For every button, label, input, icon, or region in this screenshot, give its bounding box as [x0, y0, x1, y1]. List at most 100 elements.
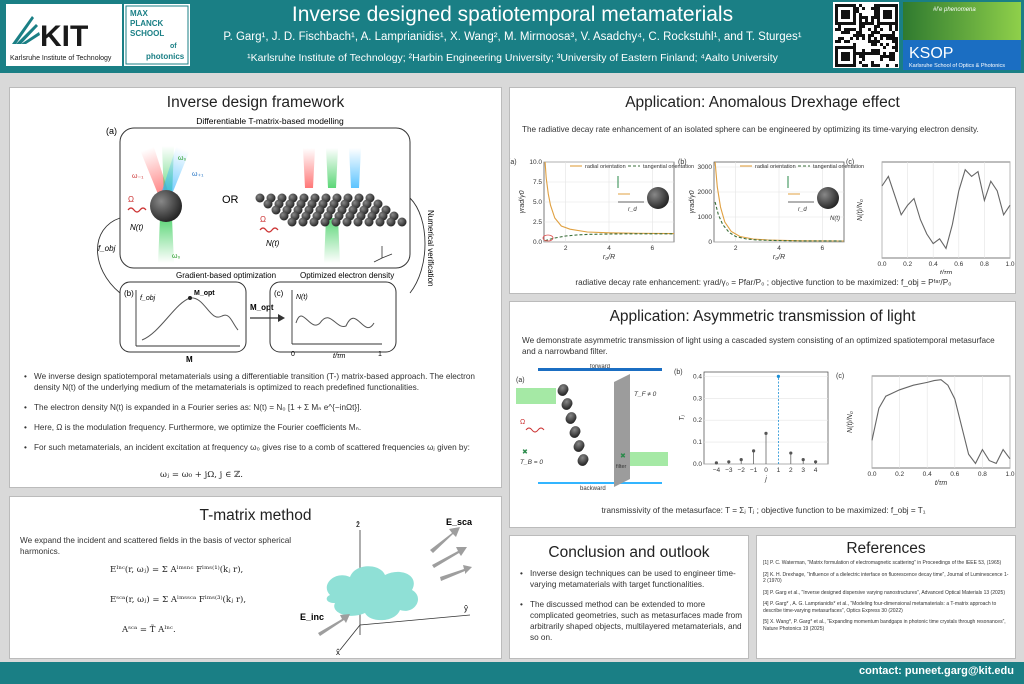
contact-email[interactable]: contact: puneet.garg@kit.edu	[859, 665, 1014, 677]
kit-logo: KIT Karlsruhe Institute of Technology	[6, 4, 122, 66]
qr-module	[889, 22, 892, 25]
qr-module	[853, 28, 856, 31]
qr-module	[856, 10, 859, 13]
qr-module	[883, 13, 886, 16]
qr-module	[877, 40, 880, 43]
qr-module	[853, 43, 856, 46]
qr-module	[844, 58, 847, 61]
qr-module	[862, 58, 865, 61]
qr-module	[889, 58, 892, 61]
qr-module	[889, 4, 892, 7]
qr-module	[847, 46, 850, 49]
subfigure-label: (b)	[678, 159, 687, 166]
qr-module	[874, 28, 877, 31]
qr-module	[862, 34, 865, 37]
qr-module	[892, 52, 895, 55]
qr-module	[847, 55, 850, 58]
qr-module	[853, 19, 856, 22]
metasurface-pillar-icon	[565, 412, 577, 424]
qr-module	[859, 55, 862, 58]
y-tick-label: 2.5	[533, 219, 542, 226]
y-axis-label: γrad/γ0	[689, 190, 696, 213]
qr-module	[865, 64, 868, 67]
qr-module	[835, 46, 838, 49]
y-tick-label: 0.1	[693, 439, 702, 446]
qr-module	[835, 40, 838, 43]
x-axis-label: r₀/R	[773, 254, 785, 261]
omega-mod-label-array: Ω	[260, 215, 266, 224]
qr-module	[853, 13, 856, 16]
qr-module	[877, 13, 880, 16]
qr-code[interactable]	[833, 2, 899, 68]
qr-module	[841, 64, 844, 67]
qr-module	[847, 52, 850, 55]
qr-module	[877, 7, 880, 10]
qr-module	[853, 22, 856, 25]
fig-b-ylabel: f_obj	[140, 295, 156, 302]
qr-module	[859, 31, 862, 34]
subfigure-label: (a)	[510, 159, 517, 166]
qr-module	[856, 34, 859, 37]
mps-line2: PLANCK	[130, 19, 164, 28]
asym-caption: transmissivity of the metasurface: T = Σ…	[601, 506, 926, 515]
fobj-label-side: f_obj	[98, 244, 116, 253]
qr-module	[880, 55, 883, 58]
y-tick-label: 0	[708, 239, 712, 246]
qr-module	[874, 31, 877, 34]
qr-module	[880, 22, 883, 25]
array-sphere	[287, 217, 297, 227]
x-tick-label: 0.2	[903, 261, 912, 268]
qr-module	[844, 4, 847, 7]
x-tick-label: 6	[821, 245, 825, 252]
qr-module	[838, 37, 841, 40]
or-label: OR	[222, 194, 239, 206]
reference-item: [4] P. Garg* , A. G. Lamprianidis* et al…	[763, 601, 997, 614]
poster-title: Inverse designed spatiotemporal metamate…	[291, 3, 734, 26]
x-tick-label: 0.4	[923, 471, 932, 478]
x-tick-label: 2	[734, 245, 738, 252]
qr-module	[853, 49, 856, 52]
filter-slab-icon	[614, 374, 630, 487]
array-sphere	[279, 211, 289, 221]
qr-module	[853, 55, 856, 58]
qr-module	[841, 37, 844, 40]
qr-module	[874, 4, 877, 7]
qr-module	[883, 52, 886, 55]
y-tick-label: 0.0	[533, 239, 542, 246]
qr-module	[844, 31, 847, 34]
qr-module	[838, 25, 841, 28]
framework-bullets: We inverse design spatiotemporal metamat…	[22, 371, 494, 462]
x-tick-label: 0.0	[877, 261, 886, 268]
scatterer-cloud-icon	[326, 566, 419, 621]
qr-module	[859, 61, 862, 64]
qr-module	[853, 61, 856, 64]
qr-module	[835, 19, 838, 22]
qr-module	[871, 64, 874, 67]
qr-module	[865, 22, 868, 25]
modulation-wave-icon	[127, 207, 147, 213]
qr-module	[877, 25, 880, 28]
qr-module	[871, 19, 874, 22]
qr-module	[892, 55, 895, 58]
tmatrix-eq3: Aˢᶜᵃ = T̃ Aᴵⁿᶜ.	[122, 625, 176, 635]
series-line	[714, 201, 845, 242]
x-tick-label: 1	[777, 467, 781, 474]
qr-module	[889, 55, 892, 58]
array-sphere	[375, 217, 385, 227]
tf-label: T_F ≠ 0	[634, 391, 657, 398]
array-sphere	[386, 217, 396, 227]
metasurface-pillar-icon	[569, 426, 581, 438]
qr-module	[874, 16, 877, 19]
stem-marker	[752, 449, 756, 453]
qr-module	[841, 13, 844, 16]
qr-module	[859, 34, 862, 37]
fig-a-label-asym: (a)	[516, 377, 525, 384]
mps-line3: SCHOOL	[130, 29, 164, 38]
scattered-arrows-icon	[430, 527, 472, 581]
x-tick-label: 4	[777, 245, 781, 252]
x-tick-label: 4	[607, 245, 611, 252]
framework-figure: (a) Differentiable T-matrix-based modell…	[97, 118, 435, 364]
qr-module	[841, 22, 844, 25]
qr-module	[877, 64, 880, 67]
x-tick-label: 0.8	[980, 261, 989, 268]
